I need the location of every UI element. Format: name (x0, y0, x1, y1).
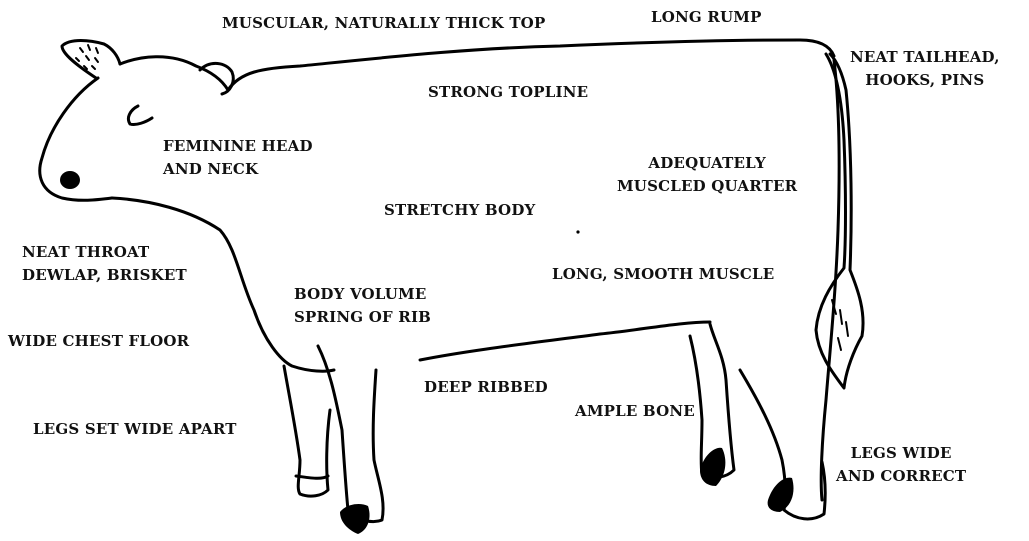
label-legs-wide-correct: LEGS WIDE AND CORRECT (836, 442, 966, 488)
cow-eye (128, 106, 152, 125)
cow-ear (62, 41, 120, 79)
cow-belly (420, 322, 710, 360)
label-long-rump: LONG RUMP (651, 6, 762, 29)
label-strong-topline: STRONG TOPLINE (428, 81, 588, 104)
label-long-smooth-muscle: LONG, SMOOTH MUSCLE (552, 263, 774, 286)
label-wide-chest-floor: WIDE CHEST FLOOR (8, 330, 189, 353)
label-legs-set-wide: LEGS SET WIDE APART (33, 418, 237, 441)
label-neat-tailhead: NEAT TAILHEAD, HOOKS, PINS (850, 46, 1000, 92)
label-neat-throat: NEAT THROAT DEWLAP, BRISKET (22, 241, 187, 287)
label-muscular-top: MUSCULAR, NATURALLY THICK TOP (222, 12, 545, 35)
label-deep-ribbed: DEEP RIBBED (424, 376, 548, 399)
hind-hoof-far (700, 448, 725, 486)
label-ample-bone: AMPLE BONE (575, 400, 695, 423)
hind-hoof-near (768, 478, 794, 512)
label-feminine-head: FEMININE HEAD AND NECK (163, 135, 313, 181)
label-stretchy-body: STRETCHY BODY (384, 199, 535, 222)
speck (576, 230, 579, 233)
label-body-volume: BODY VOLUME SPRING OF RIB (294, 283, 431, 329)
front-hoof-near (340, 504, 370, 534)
label-adequately-muscled: ADEQUATELY MUSCLED QUARTER (617, 152, 797, 198)
cow-rear-quarter (821, 60, 839, 500)
front-hoof-far (296, 476, 328, 478)
cow-nostril (60, 171, 80, 189)
